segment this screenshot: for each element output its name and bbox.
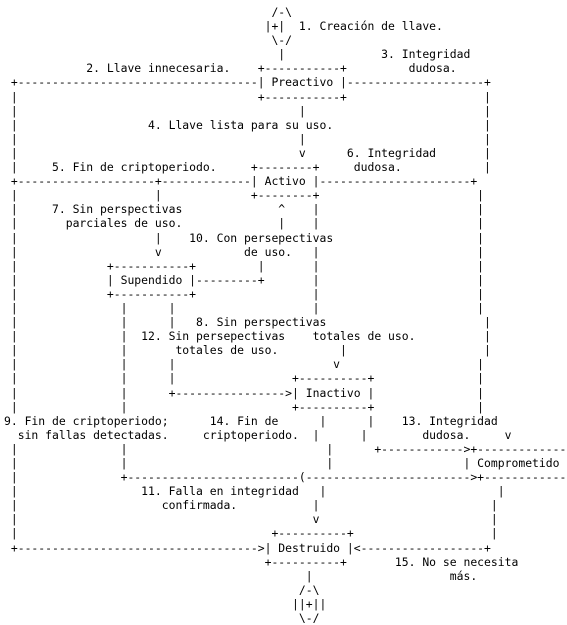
diagram-line: | | 12. Sin persepectivas totales de uso…	[4, 329, 491, 344]
diagram-line: +-----------------------------------| Pr…	[4, 75, 491, 90]
diagram-line: | parciales de uso. | | |	[4, 216, 485, 231]
diagram-line: | | | | Comprometido |	[4, 456, 567, 470]
diagram-line: | 4. Llave lista para su uso. |	[4, 117, 491, 132]
diagram-line: |+| 1. Creación de llave.	[4, 19, 443, 34]
diagram-line: | | +---------------->| Inactivo | |	[4, 385, 485, 400]
diagram-line: | | |	[4, 131, 491, 146]
diagram-line: | v de uso. | |	[4, 244, 485, 259]
diagram-line: | | +--------+ |	[4, 188, 485, 203]
diagram-line: | | |	[4, 103, 491, 118]
diagram-line: \-/	[4, 33, 293, 48]
diagram-line: | confirmada. | |	[4, 498, 498, 513]
diagram-line: | +----------+ |	[4, 526, 498, 541]
diagram-line: | +-----------+ | |	[4, 286, 485, 301]
diagram-line: | | | | |	[4, 300, 485, 315]
diagram-line: | +-------------------------(-----------…	[4, 470, 567, 485]
diagram-line: | | 10. Con persepectivas |	[4, 230, 485, 245]
diagram-line: 9. Fin de criptoperiodo; 14. Fin de | | …	[4, 413, 498, 428]
diagram-line: | 7. Sin perspectivas ^ | |	[4, 202, 485, 217]
diagram-line: +----------------------------------->| D…	[4, 540, 491, 555]
diagram-line: | 5. Fin de criptoperiodo. +--------+ du…	[4, 160, 491, 175]
ascii-state-diagram: /-\ |+| 1. Creación de llave. \-/ | 3. I…	[4, 5, 567, 625]
diagram-line: sin fallas detectadas. criptoperiodo. | …	[4, 427, 512, 442]
diagram-line: \-/	[4, 611, 320, 625]
diagram-line: | 11. Falla en integridad | |	[4, 484, 505, 499]
diagram-line: | | | +----------+ |	[4, 371, 485, 386]
diagram-line: | | | v |	[4, 357, 485, 372]
key-lifecycle-diagram: /-\ |+| 1. Creación de llave. \-/ | 3. I…	[4, 5, 567, 625]
diagram-line: | +-----------+ |	[4, 89, 491, 104]
diagram-line: | +-----------+ | | |	[4, 258, 485, 273]
diagram-line: +--------------------+-------------| Act…	[4, 174, 478, 189]
diagram-line: | | totales de uso. | |	[4, 343, 491, 358]
diagram-line: | | | 8. Sin perspectivas |	[4, 315, 491, 330]
diagram-line: | | | +------------>+---------------+	[4, 441, 567, 456]
diagram-line: 2. Llave innecesaria. +-----------+ dudo…	[4, 61, 457, 76]
diagram-line: | | +----------+ |	[4, 399, 485, 414]
diagram-line: | v 6. Integridad |	[4, 145, 491, 160]
diagram-line: | 3. Integridad	[4, 47, 471, 62]
diagram-line: | | Supendido |---------+ | |	[4, 272, 485, 287]
diagram-line: | más.	[4, 568, 478, 583]
diagram-line: /-\	[4, 5, 293, 19]
diagram-line: | v |	[4, 512, 498, 527]
diagram-line: /-\	[4, 582, 320, 597]
diagram-line: +----------+ 15. No se necesita	[4, 554, 519, 569]
